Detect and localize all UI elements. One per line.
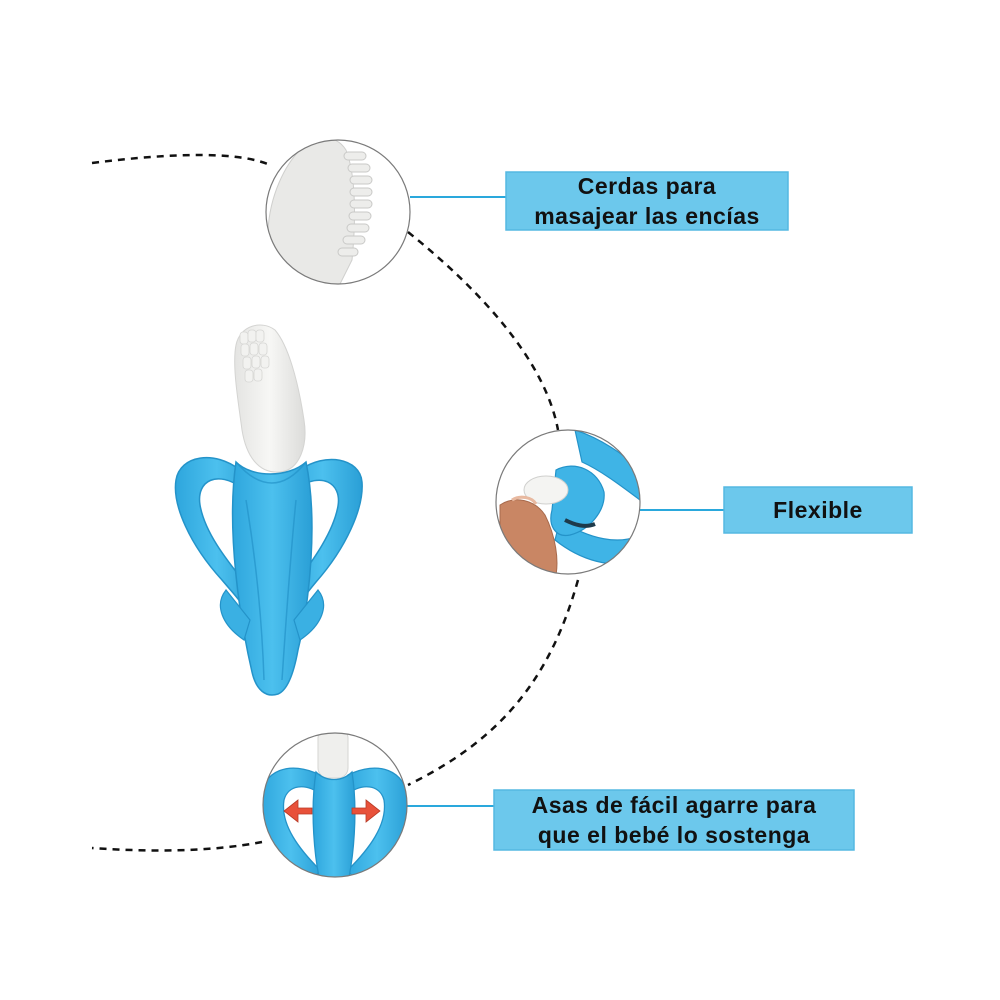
callout-text-line: Asas de fácil agarre para <box>531 792 817 818</box>
dashed-arc <box>91 153 580 852</box>
callout-text-line: Flexible <box>773 497 863 523</box>
callout-text-line: masajear las encías <box>534 203 760 229</box>
callout-label-handles: Asas de fácil agarre para que el bebé lo… <box>494 790 854 850</box>
inward-arrows-icon <box>283 799 381 823</box>
banana-toothbrush-icon <box>174 324 363 696</box>
bristle-head-icon <box>265 139 411 285</box>
callout-text-line: Cerdas para <box>577 173 717 199</box>
label-box-flexible <box>723 486 913 534</box>
label-box-bristles <box>505 171 789 231</box>
handle-grip-icon <box>262 732 408 878</box>
callout-label-bristles: Cerdas para masajear las encías <box>506 172 788 230</box>
bending-brush-icon <box>495 429 641 575</box>
callout-text-line: que el bebé lo sostenga <box>537 822 811 848</box>
label-box-handles <box>493 789 855 851</box>
callout-label-flexible: Flexible <box>724 487 912 533</box>
